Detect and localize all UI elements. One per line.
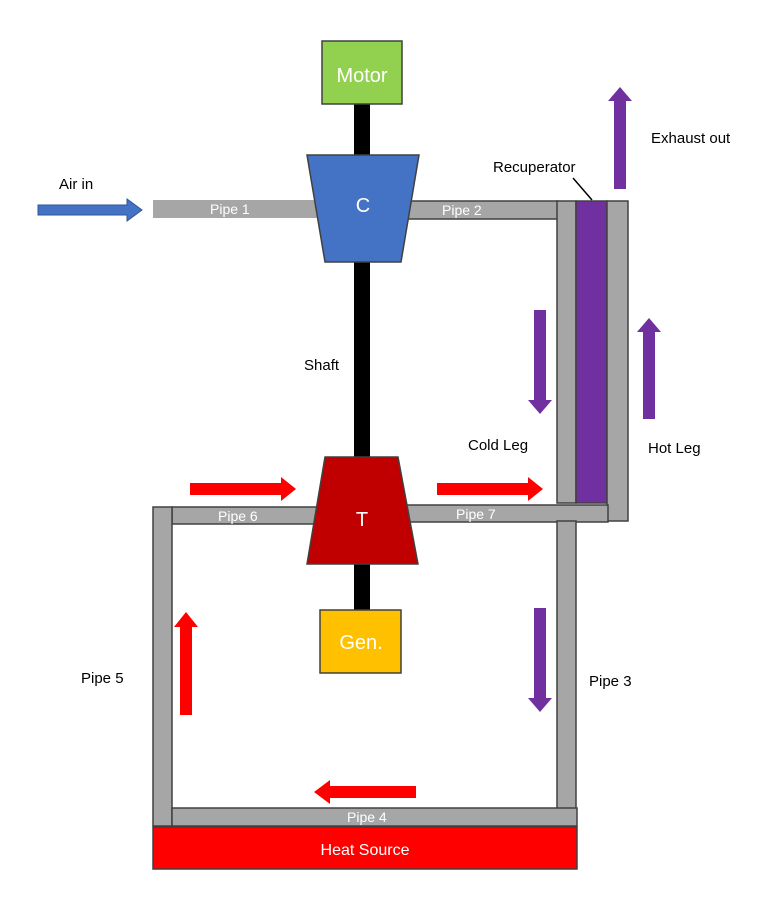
heat-source [152,826,578,870]
pipe-7 [394,504,609,523]
hot-leg-label: Hot Leg [648,440,701,457]
pipe-1-label: Pipe 1 [210,201,250,217]
motor [321,40,403,105]
pipe-3-label: Pipe 3 [589,673,632,690]
generator-label: Gen. [339,632,382,654]
pipe-1 [153,200,323,218]
pipe-6-label: Pipe 6 [218,508,258,524]
pipe-2-label: Pipe 2 [442,202,482,218]
generator [319,609,402,674]
air-in-label: Air in [59,176,93,193]
turbine-inlet-arrow-icon [190,477,296,501]
hot-leg-arrow-icon [637,318,661,419]
exhaust-out-arrow-icon [608,87,632,189]
recuperator [575,200,608,504]
air-in-arrow-icon [37,198,143,222]
recuperator-label: Recuperator [493,159,576,176]
pipe-5-arrow-icon [174,612,198,715]
turbine [306,456,419,565]
hot-leg-wall [606,200,629,522]
turbine-outlet-arrow-icon [437,477,543,501]
motor-label: Motor [336,65,387,87]
shaft-label: Shaft [304,357,340,374]
pipe-5-label: Pipe 5 [81,670,124,687]
exhaust-out-label: Exhaust out [651,130,731,147]
cold-leg-label: Cold Leg [468,437,528,454]
pipe-3 [556,520,577,810]
pipe-4 [171,807,578,827]
compressor [306,154,420,263]
cold-leg-wall [556,200,577,504]
compressor-label: C [356,195,370,217]
pipe-4-arrow-icon [314,780,416,804]
pipe-4-label: Pipe 4 [347,809,387,825]
recuperator-leader-line [572,177,593,201]
pipe-7-label: Pipe 7 [456,506,496,522]
pipe-3-arrow-icon [528,608,552,712]
cold-leg-arrow-icon [528,310,552,414]
heat-source-label: Heat Source [321,842,410,859]
pipe-5 [152,506,173,827]
turbine-label: T [356,509,368,531]
